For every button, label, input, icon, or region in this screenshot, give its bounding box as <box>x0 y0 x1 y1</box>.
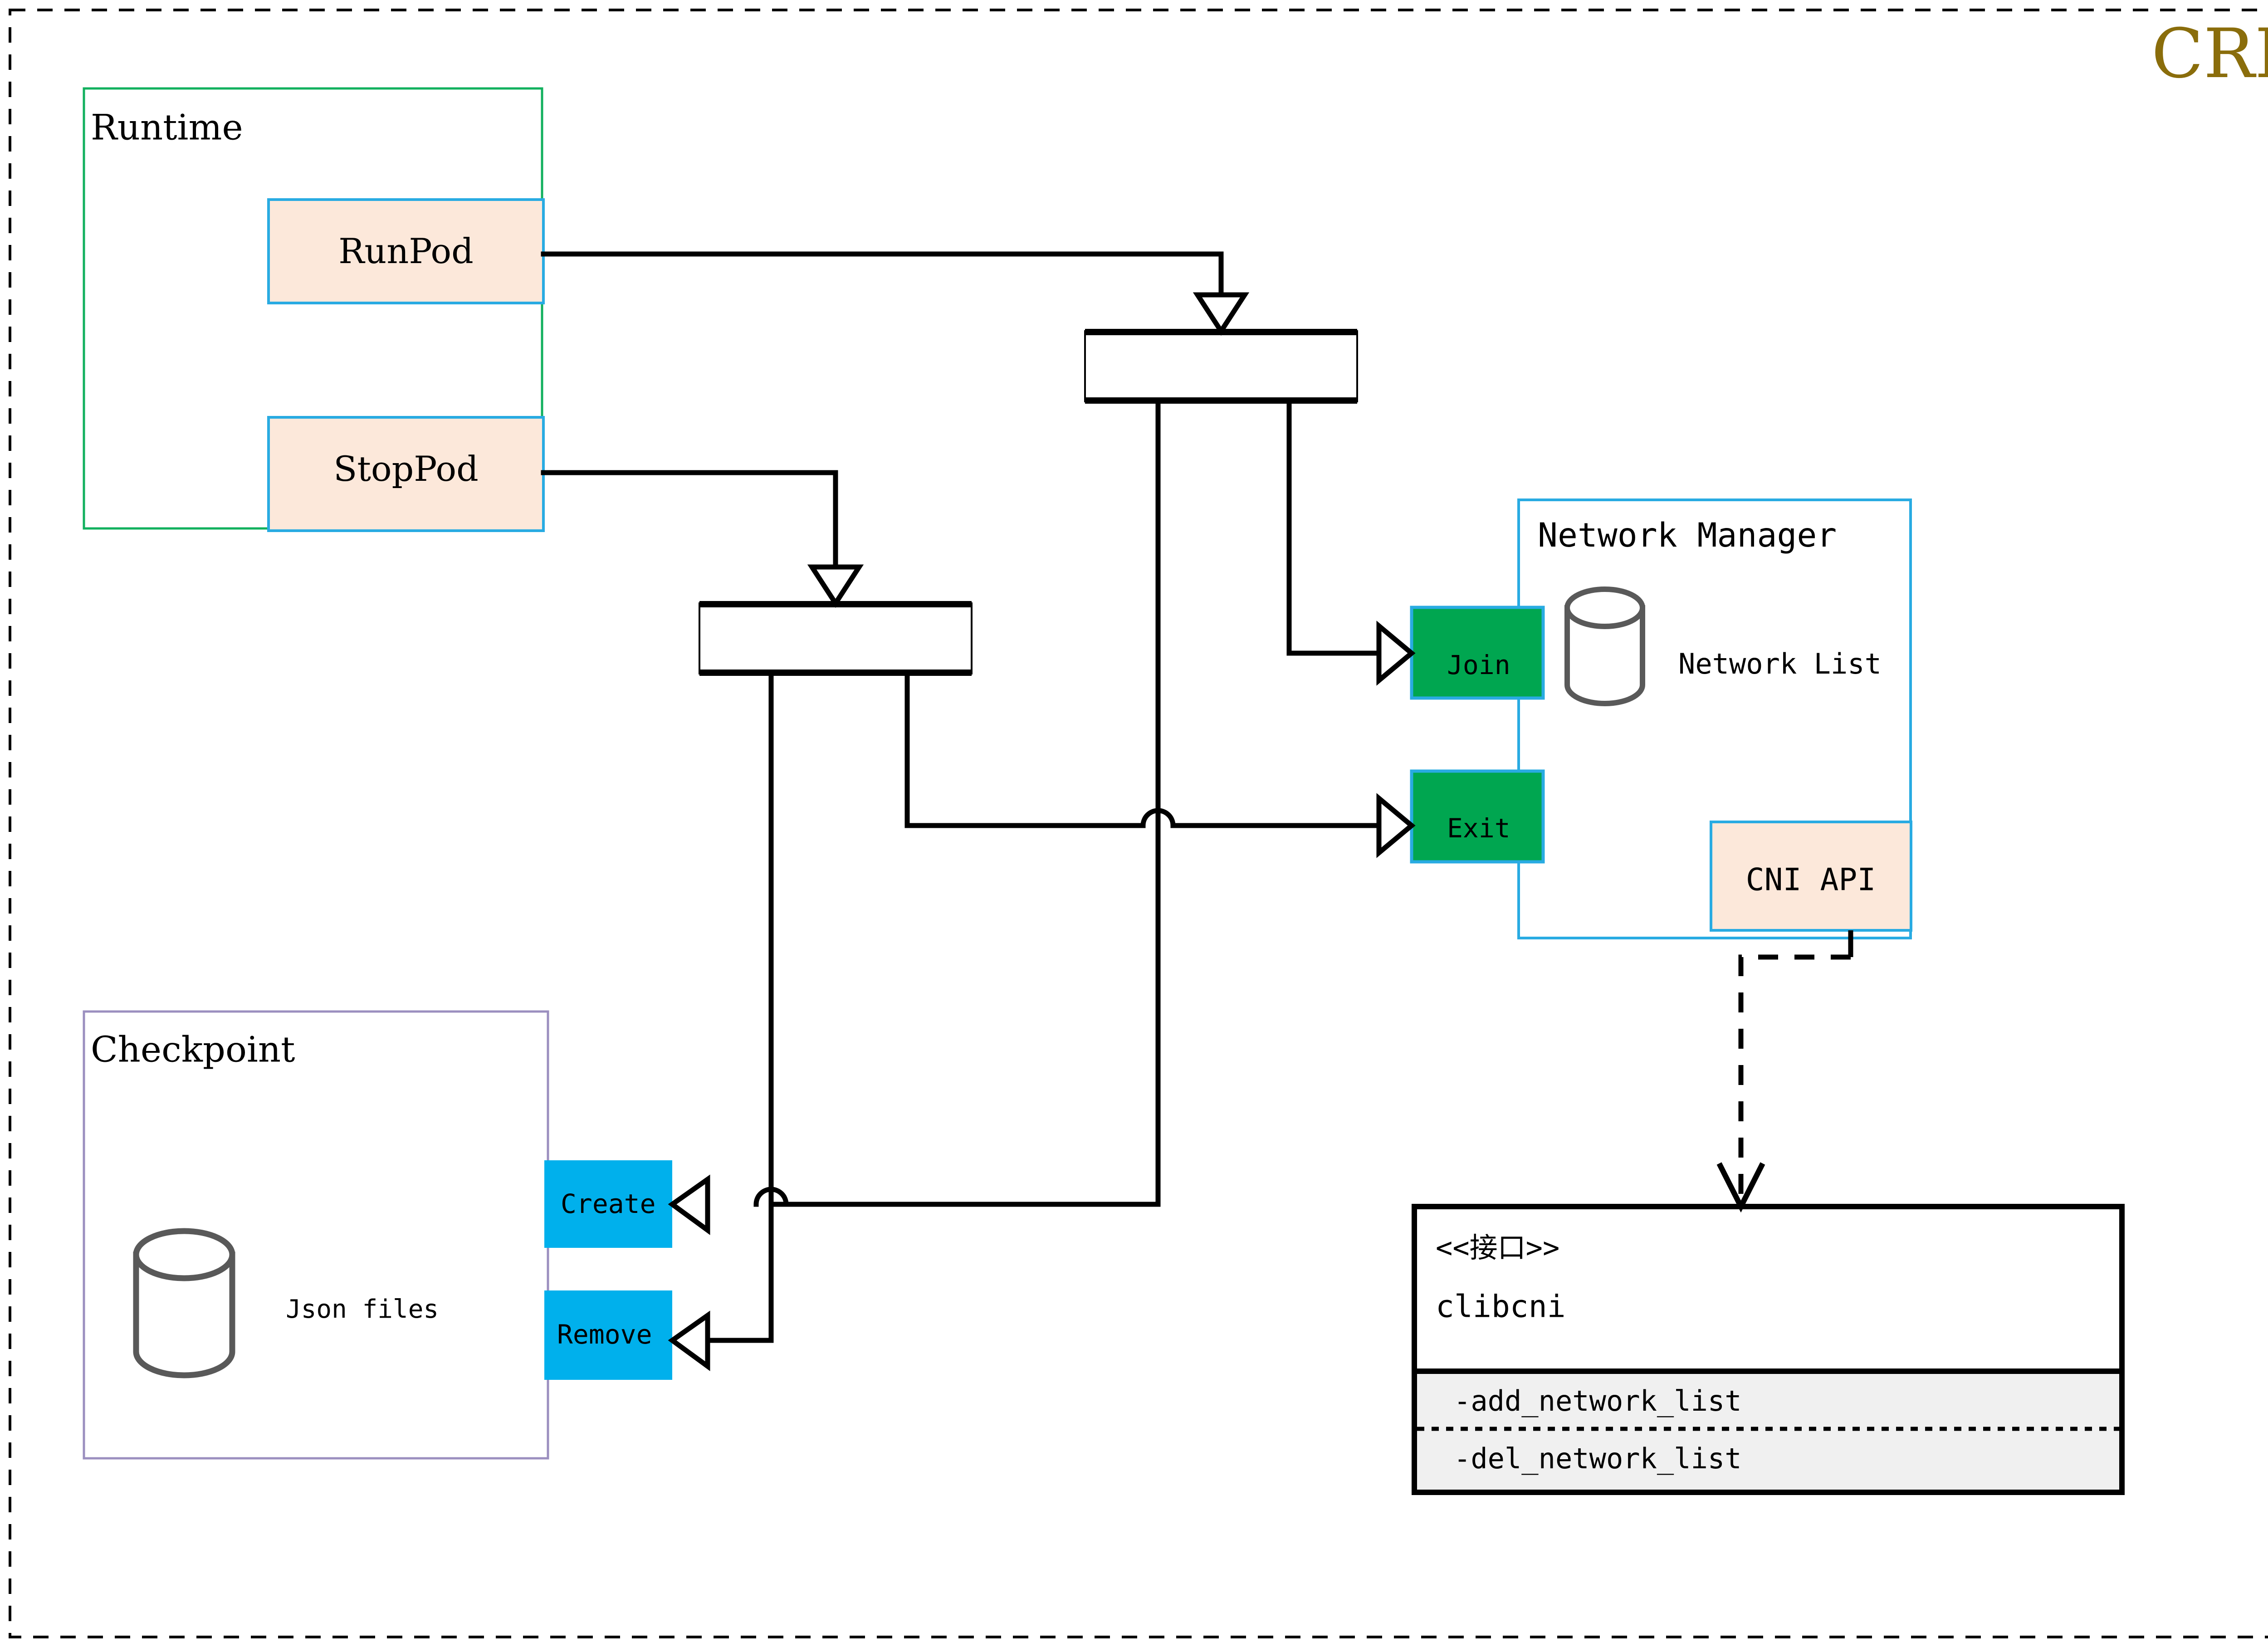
edge-stoppod-to-fork-bottom <box>541 470 838 570</box>
remove-node[interactable] <box>544 1290 672 1380</box>
checkpoint-group-label: Checkpoint <box>91 1030 295 1070</box>
network-list-label: Network List <box>1678 647 1882 680</box>
runtime-group-label: Runtime <box>91 108 243 148</box>
clibcni-outline-restate <box>1412 1204 2125 1495</box>
arrowhead-into-exit <box>1376 793 1416 858</box>
arrowhead-into-join <box>1376 621 1416 686</box>
fork-bar-top <box>1084 329 1358 404</box>
exit-label: Exit <box>1447 813 1510 844</box>
json-files-label: Json files <box>286 1295 439 1324</box>
arrowhead-into-fork-bottom <box>807 564 864 608</box>
outer-frame <box>9 9 2268 1638</box>
stoppod-label: StopPod <box>333 449 478 489</box>
edge-exit-hop <box>1140 808 1176 828</box>
cni-api-label: CNI API <box>1746 862 1876 898</box>
clibcni-method-del: -del_network_list <box>1454 1442 1742 1475</box>
network-manager-group-label: Network Manager <box>1538 516 1837 555</box>
arrowhead-into-clibcni <box>1716 1162 1765 1213</box>
json-files-cylinder-icon <box>133 1228 235 1378</box>
edge-create-hop <box>753 1187 789 1207</box>
fork-bar-bottom <box>699 601 973 676</box>
join-node[interactable] <box>1410 606 1545 700</box>
arrowhead-into-fork-top <box>1193 292 1250 336</box>
arrowhead-into-create <box>668 1174 710 1235</box>
create-label: Create <box>561 1188 656 1219</box>
create-node[interactable] <box>544 1160 672 1248</box>
page-title: CRI <box>2151 15 2268 93</box>
edge-fork-bottom-right-to-exit <box>904 670 1146 828</box>
join-label: Join <box>1447 650 1510 680</box>
network-manager-group-box <box>1517 498 1912 939</box>
arrowhead-into-remove <box>668 1310 710 1371</box>
stoppod-node[interactable] <box>267 416 545 532</box>
remove-label: Remove <box>557 1319 652 1350</box>
clibcni-stereotype: <<接口>> <box>1436 1231 1559 1264</box>
exit-node[interactable] <box>1410 769 1545 864</box>
cni-api-node[interactable] <box>1710 821 1912 932</box>
edge-runpod-to-fork-top <box>541 251 1224 298</box>
runpod-label: RunPod <box>338 231 474 271</box>
clibcni-method-add: -add_network_list <box>1454 1384 1742 1417</box>
network-list-cylinder-icon <box>1564 586 1645 706</box>
clibcni-name: clibcni <box>1436 1289 1566 1325</box>
edge-cni-api-to-clibcni-dashed <box>1738 954 1851 1197</box>
runpod-node[interactable] <box>267 198 545 304</box>
edge-fork-top-right-to-join <box>1286 398 1382 656</box>
